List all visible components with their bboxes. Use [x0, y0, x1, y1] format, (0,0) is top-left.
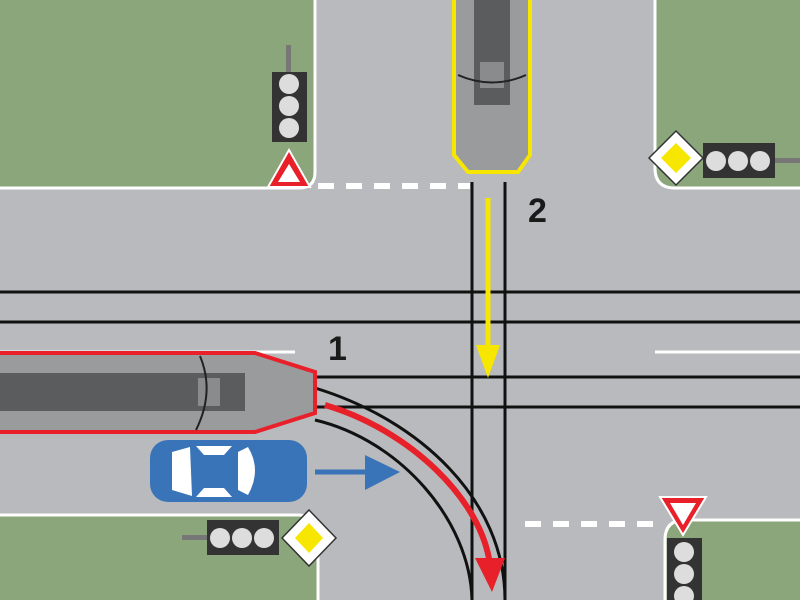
tram-2-path-arrow [476, 198, 500, 378]
grass-top-right [653, 0, 800, 190]
blue-car [150, 440, 307, 502]
yield-sign-top-left [266, 147, 312, 188]
tram-1 [0, 351, 317, 434]
traffic-light-top-left [272, 45, 307, 142]
tram-2-label: 2 [528, 192, 547, 230]
yield-sign-bottom-right [658, 496, 708, 537]
tram-1-label: 1 [328, 330, 347, 368]
traffic-light-bottom-right [667, 538, 702, 600]
tram-2 [452, 0, 532, 174]
priority-road-sign-bottom-left [280, 508, 338, 568]
tram-1-path-arrow [324, 402, 505, 592]
traffic-light-bottom-left [182, 520, 279, 555]
priority-road-sign-top-right [647, 129, 705, 187]
car-direction-arrow [315, 455, 400, 490]
traffic-light-top-right [703, 143, 800, 178]
grass-top-left [0, 0, 317, 190]
